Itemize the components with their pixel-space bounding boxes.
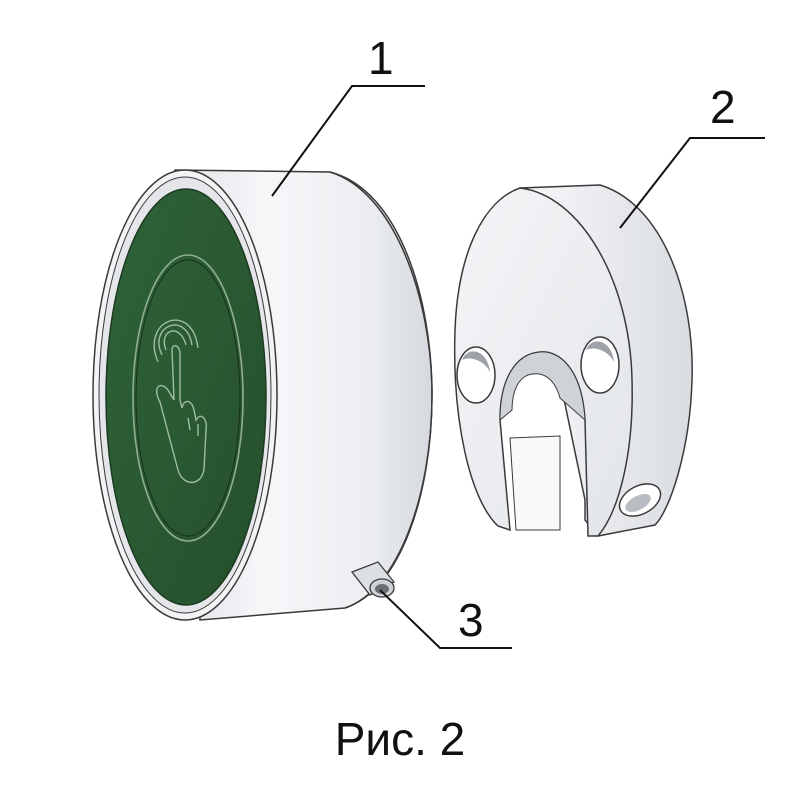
pin <box>350 561 395 598</box>
callout-label-2: 2 <box>710 81 736 133</box>
touch-hand-icon <box>153 319 208 484</box>
button-green-face <box>105 188 267 606</box>
leader-line-1 <box>271 85 425 197</box>
figure-caption: Рис. 2 <box>334 713 466 765</box>
callout-label-3: 3 <box>458 594 484 646</box>
leader-lines <box>271 85 765 649</box>
callout-label-1: 1 <box>368 32 394 84</box>
mounting-bracket <box>453 184 693 537</box>
leader-line-3 <box>379 589 512 649</box>
leader-line-2 <box>619 137 765 229</box>
push-button-body <box>92 169 433 621</box>
